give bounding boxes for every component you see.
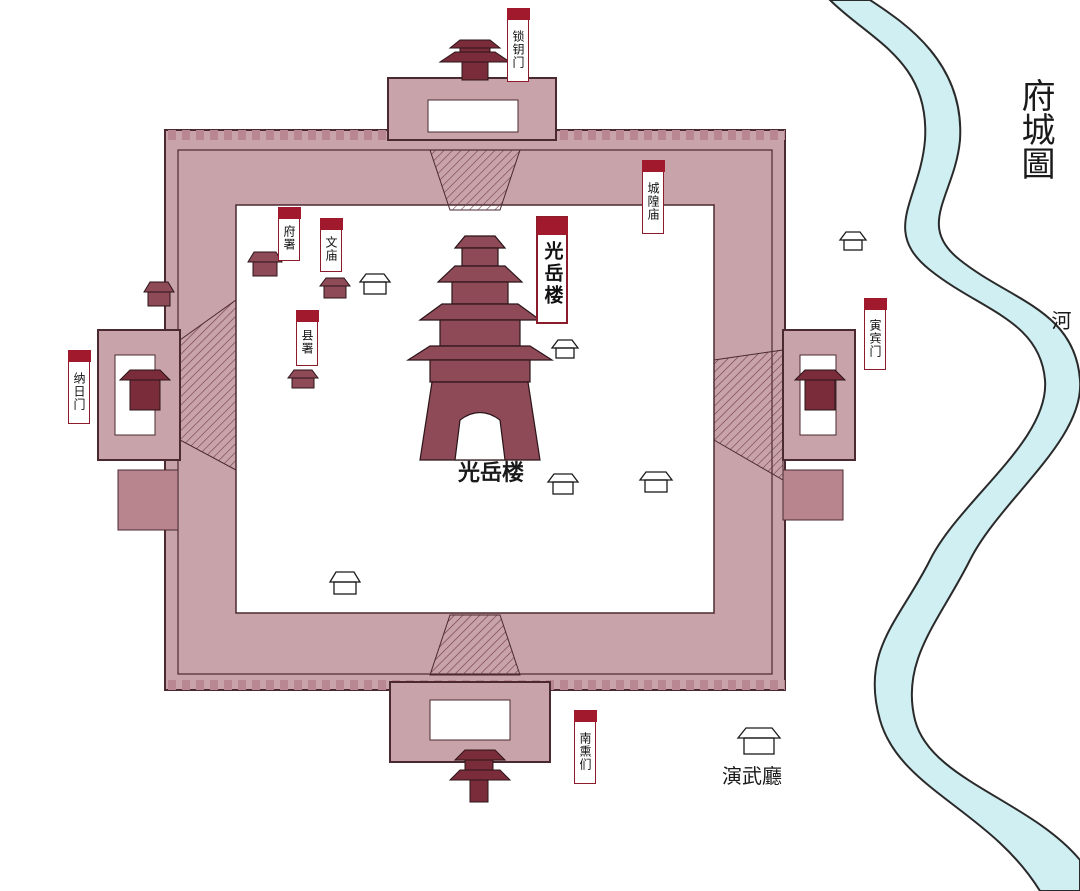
label-yinbin-gate: 寅宾门 bbox=[863, 297, 887, 370]
label-text: 文庙 bbox=[324, 236, 338, 262]
gate-towers bbox=[118, 39, 847, 803]
label-text: 寅宾门 bbox=[868, 318, 882, 358]
label-nanxun-gate: 南熏们 bbox=[573, 709, 597, 784]
label-text: 府署 bbox=[282, 225, 296, 251]
label-suoyao-gate: 锁钥门 bbox=[506, 7, 530, 82]
guangyue-tower-drawing bbox=[405, 235, 555, 461]
label-text: 锁钥门 bbox=[511, 29, 525, 69]
south-barbican bbox=[389, 614, 551, 763]
map-title: 府城圖 bbox=[1015, 78, 1055, 180]
label-confucian-temple: 文庙 bbox=[319, 217, 343, 272]
drill-hall-inscription: 演武廳 bbox=[722, 764, 782, 788]
label-text: 县署 bbox=[300, 329, 314, 355]
label-text: 光岳楼 bbox=[541, 241, 564, 307]
label-nari-gate: 纳日门 bbox=[67, 349, 91, 424]
north-barbican bbox=[387, 77, 557, 211]
river bbox=[828, 0, 1080, 891]
colored-buildings bbox=[143, 251, 351, 389]
tower-inscription: 光岳楼 bbox=[458, 460, 525, 486]
river-inscription: 河 bbox=[1048, 310, 1072, 330]
label-city-god-temple: 城隍庙 bbox=[641, 159, 665, 234]
label-prefecture-office: 府署 bbox=[277, 206, 301, 261]
label-county-office: 县署 bbox=[295, 309, 319, 366]
buildings bbox=[328, 231, 868, 755]
west-barbican bbox=[97, 299, 237, 531]
east-barbican bbox=[713, 329, 856, 521]
label-text: 纳日门 bbox=[72, 371, 86, 411]
label-text: 南熏们 bbox=[578, 731, 592, 771]
label-text: 城隍庙 bbox=[646, 181, 660, 221]
label-guangyue-tower: 光岳楼 bbox=[536, 216, 568, 324]
